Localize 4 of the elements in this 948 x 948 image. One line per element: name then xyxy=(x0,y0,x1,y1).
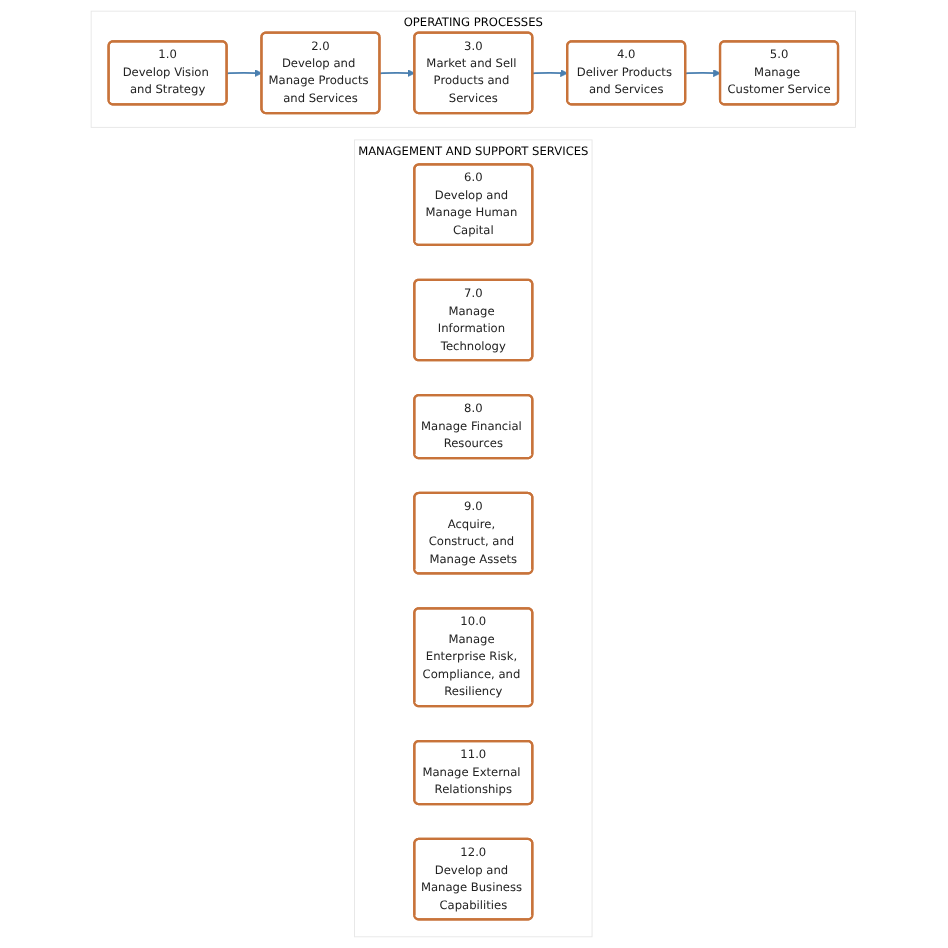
arrow xyxy=(226,69,263,78)
arrow xyxy=(379,69,416,78)
arrow xyxy=(532,69,569,78)
arrow xyxy=(685,69,722,78)
